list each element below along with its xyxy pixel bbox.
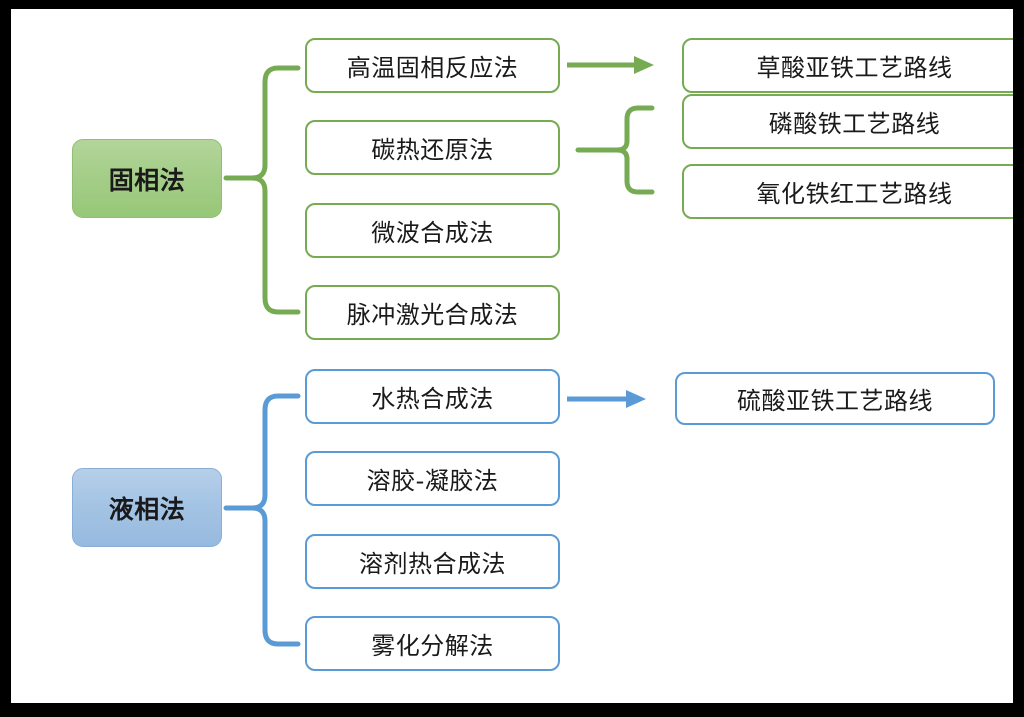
method-node-sol-gel[interactable]: 溶胶-凝胶法 bbox=[305, 451, 560, 506]
root-node-liquid-phase-label: 液相法 bbox=[108, 494, 186, 524]
route-node-iron-phosphate-label: 磷酸铁工艺路线 bbox=[768, 110, 941, 138]
method-node-high-temp-solid-state[interactable]: 高温固相反应法 bbox=[305, 38, 560, 93]
blue-root-brace bbox=[223, 393, 301, 647]
diagram-canvas: 固相法 高温固相反应法 碳热还原法 微波合成法 脉冲激光合成法 草酸亚铁工艺路线… bbox=[11, 9, 1013, 703]
method-node-hydrothermal-synthesis[interactable]: 水热合成法 bbox=[305, 369, 560, 424]
route-node-ferrous-oxalate-label: 草酸亚铁工艺路线 bbox=[756, 54, 953, 82]
method-node-high-temp-solid-state-label: 高温固相反应法 bbox=[346, 54, 519, 82]
route-node-ferrous-sulfate[interactable]: 硫酸亚铁工艺路线 bbox=[675, 372, 995, 425]
root-node-liquid-phase[interactable]: 液相法 bbox=[72, 468, 222, 547]
method-node-atomization-decomposition[interactable]: 雾化分解法 bbox=[305, 616, 560, 671]
method-node-sol-gel-label: 溶胶-凝胶法 bbox=[366, 467, 499, 495]
green-root-brace bbox=[223, 65, 301, 315]
green-brace-to-routes bbox=[575, 105, 655, 195]
blue-arrow-to-sulfate bbox=[567, 390, 646, 408]
root-node-solid-phase[interactable]: 固相法 bbox=[72, 139, 222, 218]
method-node-carbothermal-reduction[interactable]: 碳热还原法 bbox=[305, 120, 560, 175]
method-node-solvothermal-synthesis-label: 溶剂热合成法 bbox=[359, 550, 506, 578]
route-node-iron-oxide-red-label: 氧化铁红工艺路线 bbox=[756, 180, 953, 208]
method-node-microwave-synthesis[interactable]: 微波合成法 bbox=[305, 203, 560, 258]
diagram-stage: 固相法 高温固相反应法 碳热还原法 微波合成法 脉冲激光合成法 草酸亚铁工艺路线… bbox=[11, 9, 1013, 703]
green-arrow-to-oxalate bbox=[567, 56, 654, 74]
method-node-carbothermal-reduction-label: 碳热还原法 bbox=[371, 136, 494, 164]
method-node-microwave-synthesis-label: 微波合成法 bbox=[371, 219, 494, 247]
method-node-pulsed-laser-synthesis-label: 脉冲激光合成法 bbox=[346, 301, 519, 329]
method-node-hydrothermal-synthesis-label: 水热合成法 bbox=[371, 385, 494, 413]
route-node-ferrous-sulfate-label: 硫酸亚铁工艺路线 bbox=[737, 387, 933, 415]
method-node-atomization-decomposition-label: 雾化分解法 bbox=[371, 632, 494, 660]
route-node-iron-oxide-red[interactable]: 氧化铁红工艺路线 bbox=[682, 164, 1013, 219]
method-node-solvothermal-synthesis[interactable]: 溶剂热合成法 bbox=[305, 534, 560, 589]
method-node-pulsed-laser-synthesis[interactable]: 脉冲激光合成法 bbox=[305, 285, 560, 340]
root-node-solid-phase-label: 固相法 bbox=[108, 165, 186, 195]
route-node-ferrous-oxalate[interactable]: 草酸亚铁工艺路线 bbox=[682, 38, 1013, 93]
route-node-iron-phosphate[interactable]: 磷酸铁工艺路线 bbox=[682, 94, 1013, 149]
